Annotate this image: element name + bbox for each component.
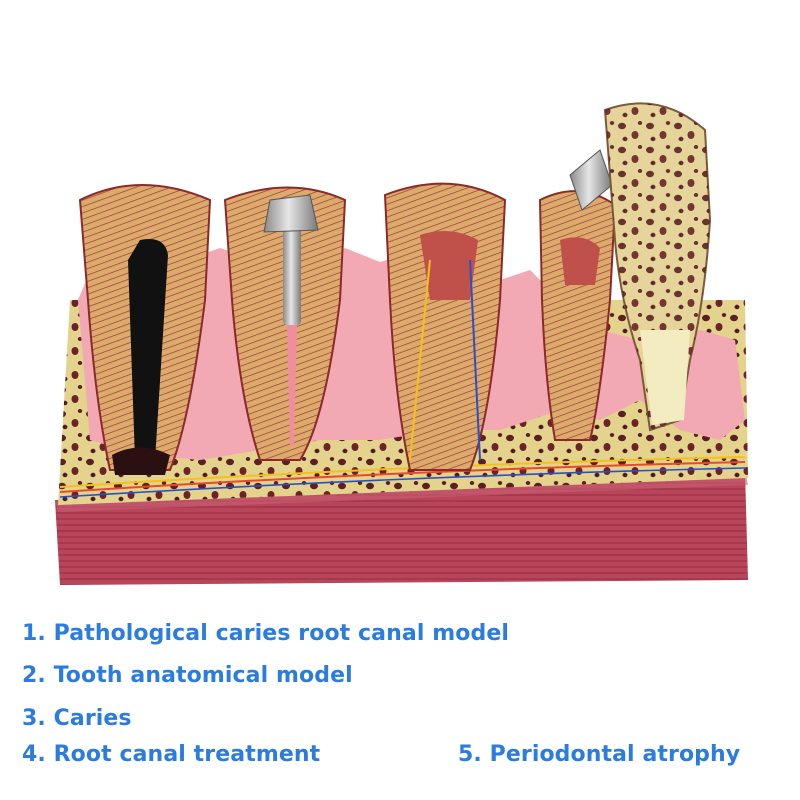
caption-item-1: 1. Pathological caries root canal model (22, 621, 509, 646)
tooth-4-caries (538, 149, 617, 441)
caption-item-4: 4. Root canal treatment (22, 742, 321, 767)
tooth-3-anatomical (383, 182, 507, 471)
caption-item-5: 5. Periodontal atrophy (458, 742, 741, 767)
tooth-2-crown-post (223, 186, 347, 461)
dental-model-photo (55, 102, 748, 585)
caption-item-3: 3. Caries (22, 706, 132, 731)
tooth-1-root-canal (78, 184, 212, 475)
tooth-5-periodontal (603, 102, 712, 432)
caption-item-2: 2. Tooth anatomical model (22, 663, 353, 688)
